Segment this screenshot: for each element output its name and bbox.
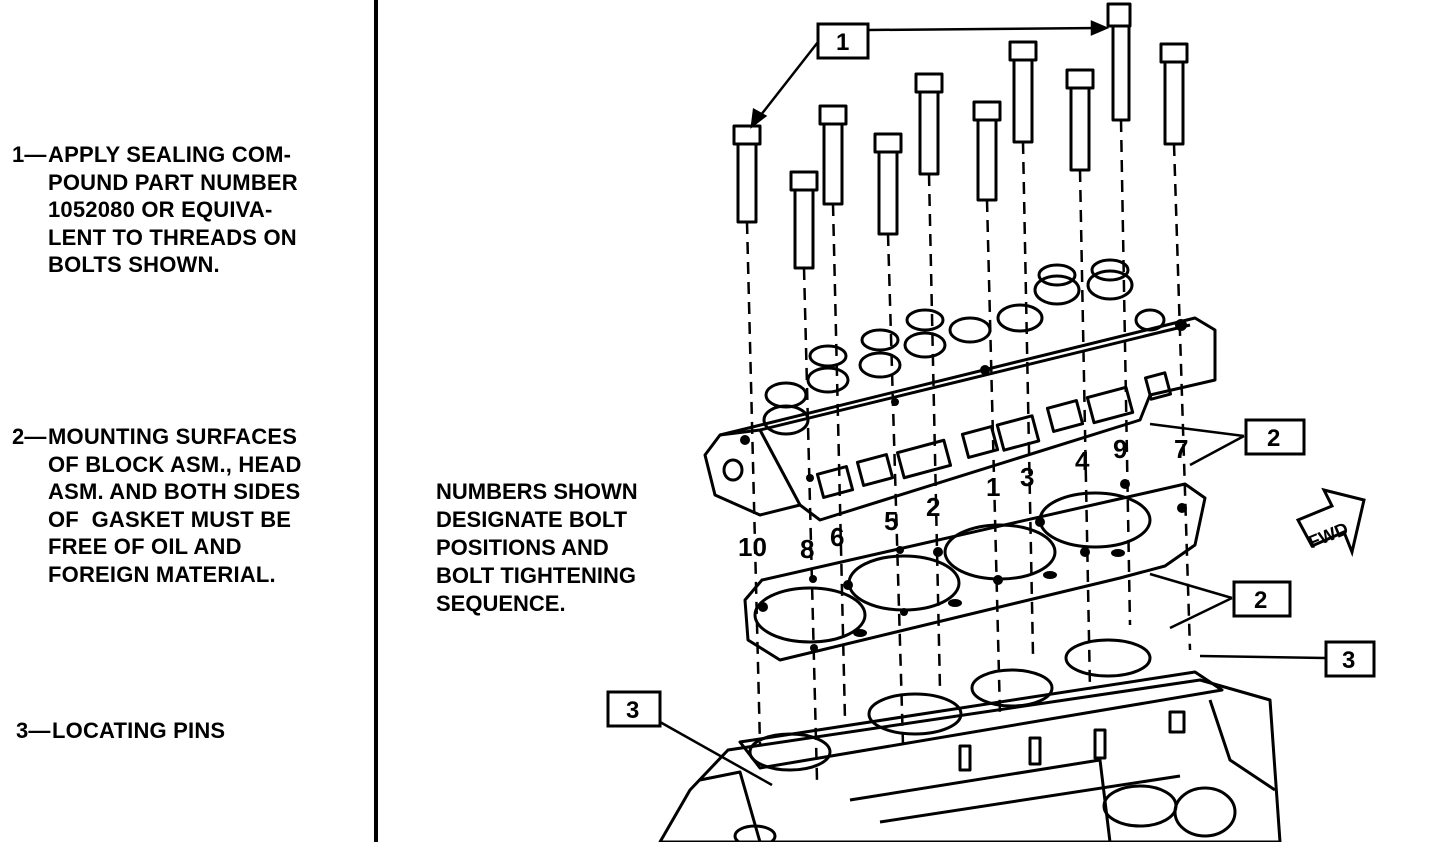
callout-leaders	[659, 20, 1326, 787]
bolt-number-7: 7	[1174, 434, 1188, 464]
callout-1-label: 1	[836, 29, 849, 56]
note-2: 2—MOUNTING SURFACES OF BLOCK ASM., HEAD …	[12, 423, 301, 587]
alignment-lines	[745, 119, 1192, 781]
engine-block	[658, 638, 1282, 842]
bolt-number-1: 1	[986, 472, 1000, 502]
head-gasket	[743, 479, 1207, 662]
note-3-number: 3—	[16, 718, 51, 743]
callout-3b-label: 3	[626, 697, 639, 724]
bolt-number-4: 4	[1075, 446, 1090, 476]
note-2-number: 2—	[12, 424, 47, 449]
bolt-sequence-note: NUMBERS SHOWN DESIGNATE BOLT POSITIONS A…	[436, 479, 638, 616]
callout-3a-label: 3	[1342, 647, 1355, 674]
callout-3-right-pin: 3	[1324, 640, 1376, 678]
callout-1: 1	[816, 22, 870, 60]
note-3: 3—LOCATING PINS	[16, 717, 225, 745]
note-1-text: APPLY SEALING COM- POUND PART NUMBER 105…	[48, 142, 298, 277]
column-divider	[374, 0, 378, 842]
callout-3-left-pin: 3	[606, 690, 662, 728]
callout-2b-label: 2	[1254, 587, 1267, 614]
note-3-text: LOCATING PINS	[52, 718, 226, 743]
bolt-number-10: 10	[738, 532, 767, 562]
callout-2-gasket-head: 2	[1244, 418, 1306, 456]
bolt-number-8: 8	[800, 534, 814, 564]
cylinder-head	[703, 258, 1217, 522]
fwd-arrow: FWD	[1295, 487, 1366, 558]
bolt-number-6: 6	[830, 522, 844, 552]
bolt-number-2: 2	[926, 492, 940, 522]
callout-2a-label: 2	[1267, 425, 1280, 452]
head-bolts	[732, 2, 1189, 270]
bolt-sequence-numbers: 10 8 6 5 2 1 3 4 9 7	[738, 434, 1188, 564]
bolt-number-9: 9	[1113, 434, 1127, 464]
bolt-number-3: 3	[1020, 462, 1034, 492]
bolt-number-5: 5	[884, 506, 898, 536]
note-1: 1—APPLY SEALING COM- POUND PART NUMBER 1…	[12, 141, 298, 277]
callout-2-gasket-block: 2	[1232, 580, 1292, 618]
note-2-text: MOUNTING SURFACES OF BLOCK ASM., HEAD AS…	[48, 424, 302, 587]
note-1-number: 1—	[12, 142, 47, 167]
